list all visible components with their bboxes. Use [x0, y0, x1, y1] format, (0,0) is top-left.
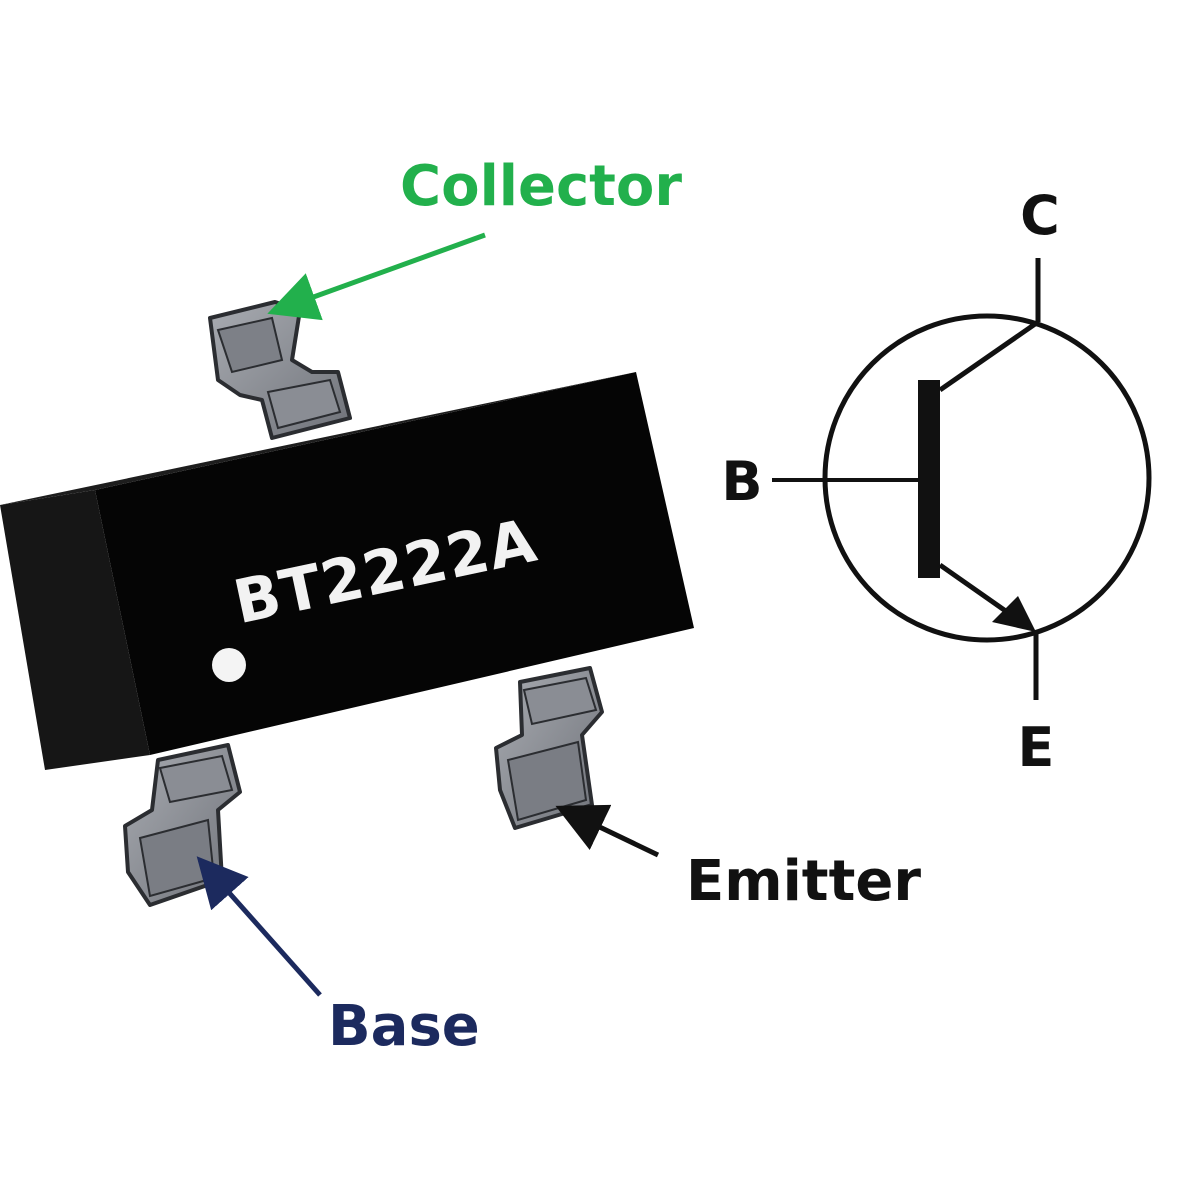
collector-wire-diagonal — [938, 319, 1040, 393]
base-bar — [918, 380, 940, 578]
emitter-arrow — [555, 804, 660, 858]
emitter-callout: Emitter — [555, 804, 921, 914]
base-label: Base — [328, 994, 480, 1059]
symbol-label-b: B — [721, 450, 762, 513]
base-callout: Base — [196, 856, 480, 1059]
collector-callout: Collector — [267, 154, 682, 321]
collector-lead — [208, 300, 352, 440]
pin1-dot — [212, 648, 246, 682]
emitter-arrowhead — [992, 596, 1036, 632]
symbol-label-e: E — [1018, 716, 1055, 779]
npn-symbol: C B E — [721, 184, 1152, 779]
chip-body: BT2222A — [0, 372, 694, 770]
base-arrow — [196, 856, 322, 997]
collector-label: Collector — [400, 154, 682, 219]
emitter-lead — [494, 666, 604, 830]
emitter-label: Emitter — [686, 849, 921, 914]
symbol-label-c: C — [1020, 184, 1060, 247]
base-lead — [123, 743, 242, 907]
collector-arrow — [267, 232, 486, 321]
